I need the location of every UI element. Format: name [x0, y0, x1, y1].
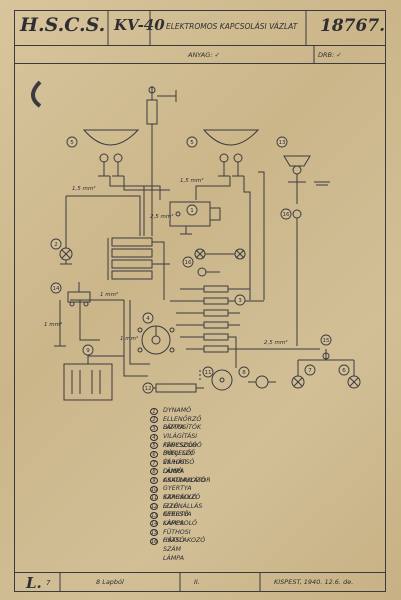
- drawing-title: ELEKTROMOS KAPCSOLÁSI VÁZLAT: [166, 22, 298, 31]
- wire-label: 1,5 mm²: [72, 186, 96, 192]
- regulator-icon: [107, 237, 153, 280]
- place-date: KISPEST, 1940. 12.6. de.: [274, 578, 354, 586]
- fuse-block-icon: [203, 285, 229, 353]
- dynamo-icon: [169, 201, 221, 235]
- wire-label: 1,5 mm²: [180, 178, 204, 184]
- wire-label: 1 mm²: [44, 322, 63, 328]
- wire-label: 2,5 mm²: [264, 340, 288, 346]
- svg-text:3: 3: [238, 298, 242, 304]
- search-lamp-icon: [283, 155, 311, 346]
- control-lamp-icon: [59, 247, 73, 265]
- light-switch-icon: [137, 325, 175, 355]
- switch-icon: [67, 282, 91, 307]
- svg-text:16: 16: [283, 212, 290, 218]
- svg-text:7: 7: [308, 368, 312, 374]
- title-block: [14, 10, 386, 46]
- material-label: ANYAG: ✓: [188, 51, 220, 59]
- svg-text:13: 13: [279, 140, 286, 146]
- svg-text:5: 5: [190, 140, 194, 146]
- svg-text:12: 12: [145, 386, 152, 392]
- top-fuse-icon: [146, 86, 177, 148]
- svg-text:6: 6: [342, 368, 346, 374]
- quantity-label: DRB: ✓: [318, 51, 342, 59]
- footer-code: II.: [194, 578, 200, 586]
- left-headlamp-icon: [82, 129, 140, 177]
- svg-text:2: 2: [54, 242, 58, 248]
- glow-plug-icon: [211, 369, 233, 391]
- drawing-number: 18767.: [320, 16, 386, 36]
- tail-lamps-icon: [291, 349, 361, 389]
- svg-text:1: 1: [190, 208, 194, 214]
- maker-mark: H.S.C.S.: [20, 14, 106, 36]
- svg-text:14: 14: [53, 286, 60, 292]
- right-headlamp-icon: [202, 129, 260, 177]
- svg-text:4: 4: [146, 316, 150, 322]
- svg-text:5: 5: [70, 140, 74, 146]
- drawing-frame: [14, 10, 386, 592]
- wire-label: 2,5 mm²: [150, 214, 174, 220]
- ink-smudge-icon: [31, 80, 42, 108]
- sheet-mark: L.: [26, 574, 42, 592]
- svg-text:15: 15: [323, 338, 330, 344]
- svg-text:8: 8: [242, 370, 246, 376]
- svg-text:16: 16: [185, 260, 192, 266]
- material-row: [14, 46, 386, 64]
- svg-text:9: 9: [86, 348, 90, 354]
- sheet-count-note: 8 Lapból: [96, 578, 124, 586]
- model-number: KV-40: [114, 16, 165, 34]
- resistor-icon: [155, 383, 204, 393]
- wire-label: 1 mm²: [100, 292, 119, 298]
- battery-icon: [63, 363, 113, 401]
- wire-label: 1 mm²: [120, 336, 139, 342]
- svg-text:11: 11: [205, 370, 212, 376]
- plug-connector-icon: [248, 375, 276, 389]
- sheet-number: 7: [46, 579, 51, 587]
- footer-strip: [14, 572, 386, 592]
